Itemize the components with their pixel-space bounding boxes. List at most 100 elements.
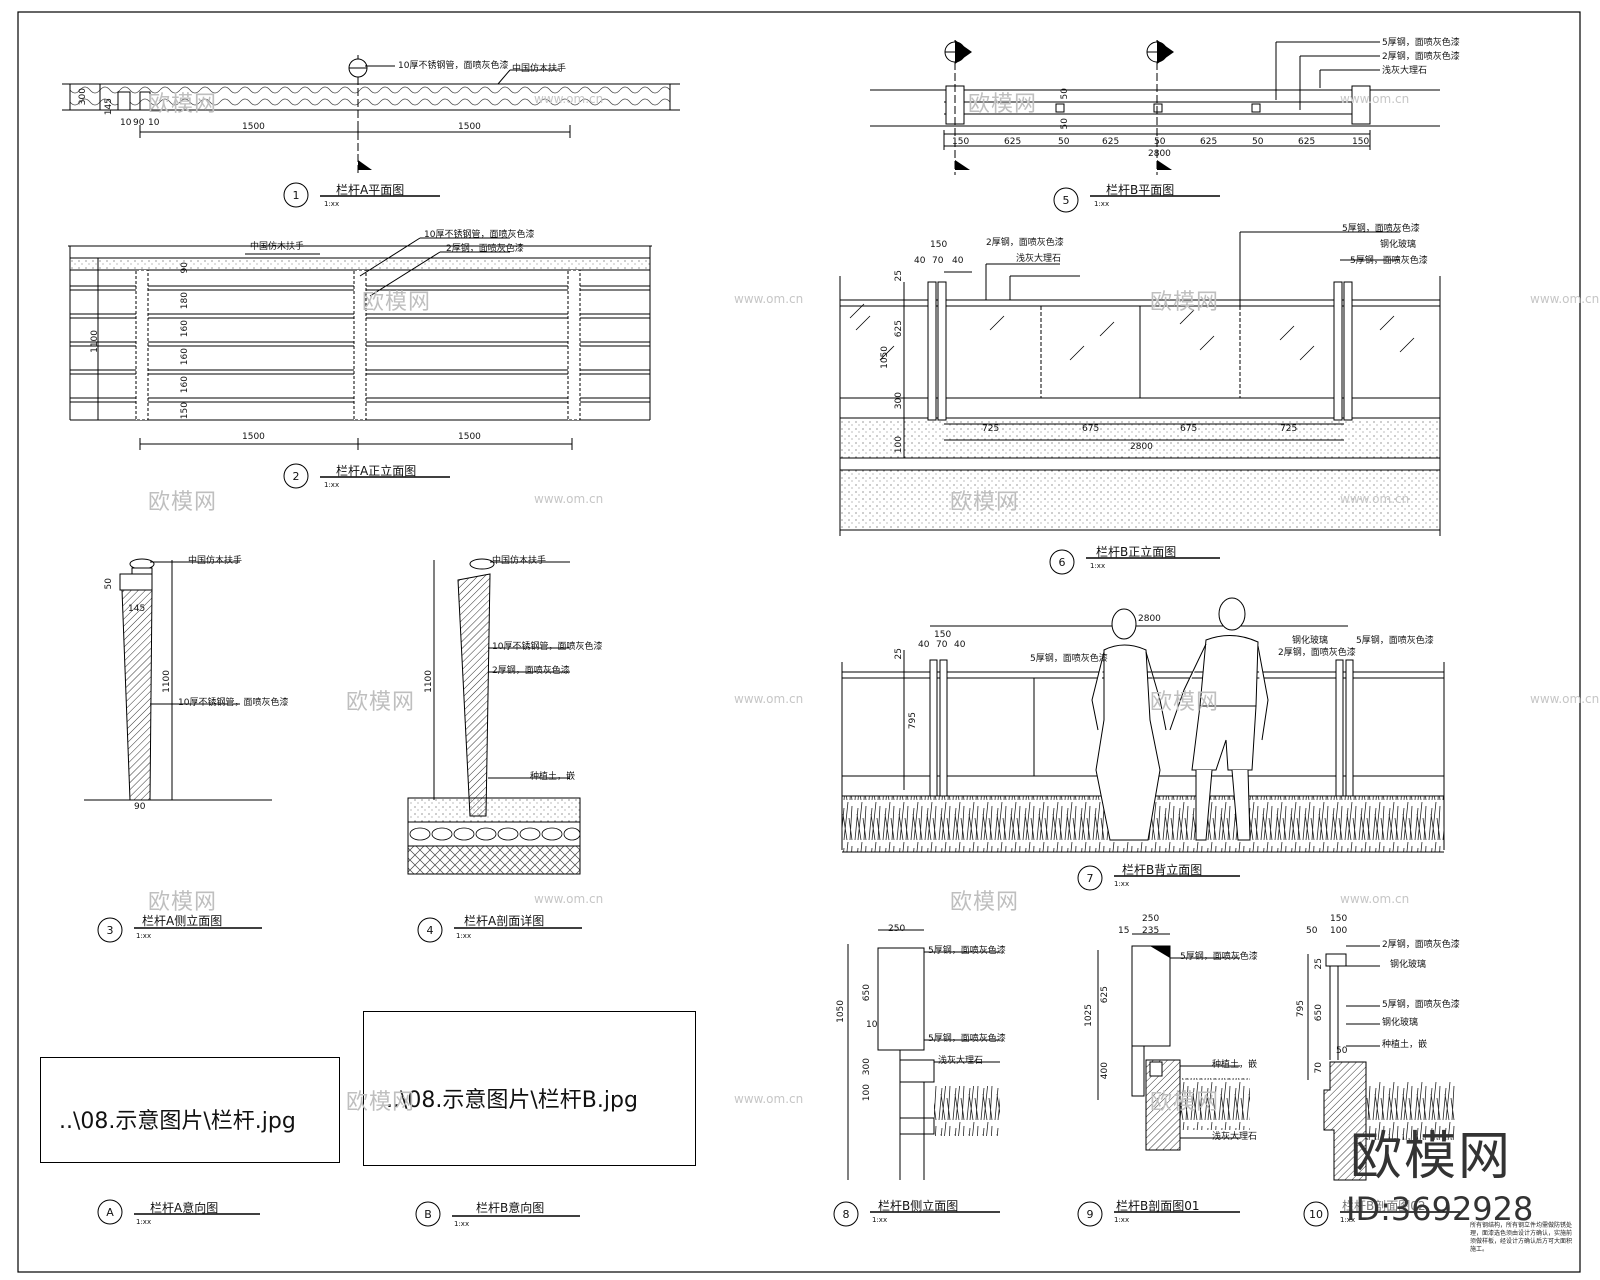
dim-label: 250 [1142, 914, 1160, 924]
watermark: 欧模网 [148, 490, 218, 515]
dim-label: 795 [1296, 1000, 1306, 1018]
dim-label: 40 [954, 640, 966, 650]
annotation: 中国仿木扶手 [188, 556, 243, 566]
annotation: 钢化玻璃 [1380, 240, 1417, 250]
annotation: 种植土，嵌 [1382, 1040, 1428, 1050]
watermark: 欧模网 [346, 1090, 416, 1115]
drawing-number: B [424, 1208, 432, 1221]
annotation: 5厚钢，面喷灰色漆 [1382, 38, 1460, 48]
dim-label: 10 [120, 118, 132, 128]
dim-label: 725 [982, 424, 1000, 434]
watermark: 欧模网 [148, 92, 218, 117]
dim-label: 400 [1100, 1062, 1110, 1080]
watermark-url: www.om.cn [1340, 92, 1410, 106]
dim-label: 2800 [1138, 614, 1161, 624]
drawing-title: 栏杆B正立面图 [1096, 545, 1177, 559]
annotation: 2厚钢，面喷灰色漆 [1382, 52, 1460, 62]
dim-label: 1050 [880, 346, 890, 369]
side-a [84, 558, 272, 943]
watermark-url: www.om.cn [734, 1092, 804, 1106]
dim-label: 1500 [242, 122, 265, 132]
annotation: 2厚钢，面喷灰色漆 [446, 244, 524, 254]
dim-label: 50 [1154, 137, 1166, 147]
drawing-scale: 1:xx [136, 932, 152, 940]
section-b-02 [1303, 945, 1460, 1227]
annotation: 2厚钢，面喷灰色漆 [1382, 940, 1460, 950]
drawing-scale: 1:xx [1114, 1216, 1130, 1224]
annotation: 5厚钢，面喷灰色漆 [1350, 256, 1428, 266]
drawing-scale: 1:xx [454, 1220, 470, 1228]
drawing-scale: 1:xx [1090, 562, 1106, 570]
dim-label: 100 [1330, 926, 1348, 936]
drawing-scale: 1:xx [456, 932, 472, 940]
drawing-title: 栏杆B意向图 [476, 1201, 545, 1215]
annotation: 种植土，嵌 [530, 772, 576, 782]
annotation: 5厚钢，面喷灰色漆 [928, 946, 1006, 956]
annotation: 5厚钢，面喷灰色漆 [1382, 1000, 1460, 1010]
image-reference-b: ..\08.示意图片\栏杆B.jpg [363, 1011, 696, 1166]
dim-label: 70 [932, 256, 944, 266]
drawing-scale: 1:xx [136, 1218, 152, 1226]
annotation: 种植土，嵌 [1212, 1060, 1258, 1070]
dim-label: 625 [1004, 137, 1022, 147]
annotation: 2厚钢，面喷灰色漆 [492, 666, 570, 676]
dim-label: 1050 [836, 1000, 846, 1023]
watermark: 欧模网 [950, 490, 1020, 515]
dim-label: 1100 [90, 330, 100, 353]
dim-label: 70 [936, 640, 948, 650]
annotation: 钢化玻璃 [1390, 960, 1427, 970]
drawing-scale: 1:xx [872, 1216, 888, 1224]
drawing-title: 栏杆A正立面图 [336, 464, 417, 478]
dim-label: 100 [862, 1084, 872, 1102]
dim-label: 675 [1082, 424, 1100, 434]
drawing-number: 7 [1086, 872, 1094, 885]
dim-label: 50 [1060, 118, 1070, 130]
annotation: 钢化玻璃 [1382, 1018, 1419, 1028]
drawing-title: 栏杆A平面图 [336, 183, 405, 197]
drawing-number: 6 [1058, 556, 1066, 569]
dim-label: 10 [148, 118, 160, 128]
drawing-title: 栏杆A剖面详图 [464, 914, 545, 928]
annotation: 2厚钢，面喷灰色漆 [986, 238, 1064, 248]
dim-label: 50 [1252, 137, 1264, 147]
side-b [833, 929, 1000, 1227]
general-note: 所有钢结构，所有钢立件均需做防锈处理，面漆选色须由设计方确认，实施前须做样板，经… [1470, 1222, 1573, 1253]
dim-label: 2800 [1130, 442, 1153, 452]
dim-label: 150 [934, 630, 952, 640]
drawing-scale: 1:xx [324, 200, 340, 208]
dim-label: 150 [1330, 914, 1348, 924]
drawing-scale: 1:xx [1114, 880, 1130, 888]
drawing-scale: 1:xx [1094, 200, 1110, 208]
drawing-title: 栏杆A侧立面图 [142, 914, 223, 928]
annotation: 10厚不锈钢管，面喷灰色漆 [492, 642, 603, 652]
dim-label: 1100 [424, 670, 434, 693]
drawing-scale: 1:xx [324, 481, 340, 489]
elevation-b [839, 231, 1441, 575]
drawing-title: 栏杆B剖面图01 [1116, 1199, 1200, 1213]
drawing-number: 4 [426, 924, 434, 937]
drawing-title: 栏杆B平面图 [1106, 183, 1175, 197]
image-reference-a: ..\08.示意图片\栏杆.jpg [40, 1057, 340, 1163]
dim-label: 625 [894, 320, 904, 338]
dim-label: 625 [1100, 986, 1110, 1004]
annotation: 浅灰大理石 [938, 1056, 984, 1066]
dim-label: 90 [180, 262, 190, 274]
annotation: 5厚钢，面喷灰色漆 [1356, 636, 1434, 646]
dim-label: 50 [1336, 1046, 1348, 1056]
dim-label: 1500 [458, 432, 481, 442]
watermark: 欧模网 [968, 92, 1038, 117]
dim-label: 90 [134, 802, 146, 812]
watermark: 欧模网 [1150, 1090, 1220, 1115]
dim-label: 1025 [1084, 1004, 1094, 1027]
dim-label: 40 [918, 640, 930, 650]
dim-label: 160 [180, 376, 190, 394]
annotation: 浅灰大理石 [1212, 1132, 1258, 1142]
dim-label: 25 [894, 648, 904, 660]
watermark: 欧模网 [1150, 690, 1220, 715]
dim-label: 795 [908, 712, 918, 730]
annotation: 浅灰大理石 [1016, 254, 1062, 264]
dim-label: 300 [862, 1058, 872, 1076]
dim-label: 50 [1058, 137, 1070, 147]
annotation: 浅灰大理石 [1382, 66, 1428, 76]
